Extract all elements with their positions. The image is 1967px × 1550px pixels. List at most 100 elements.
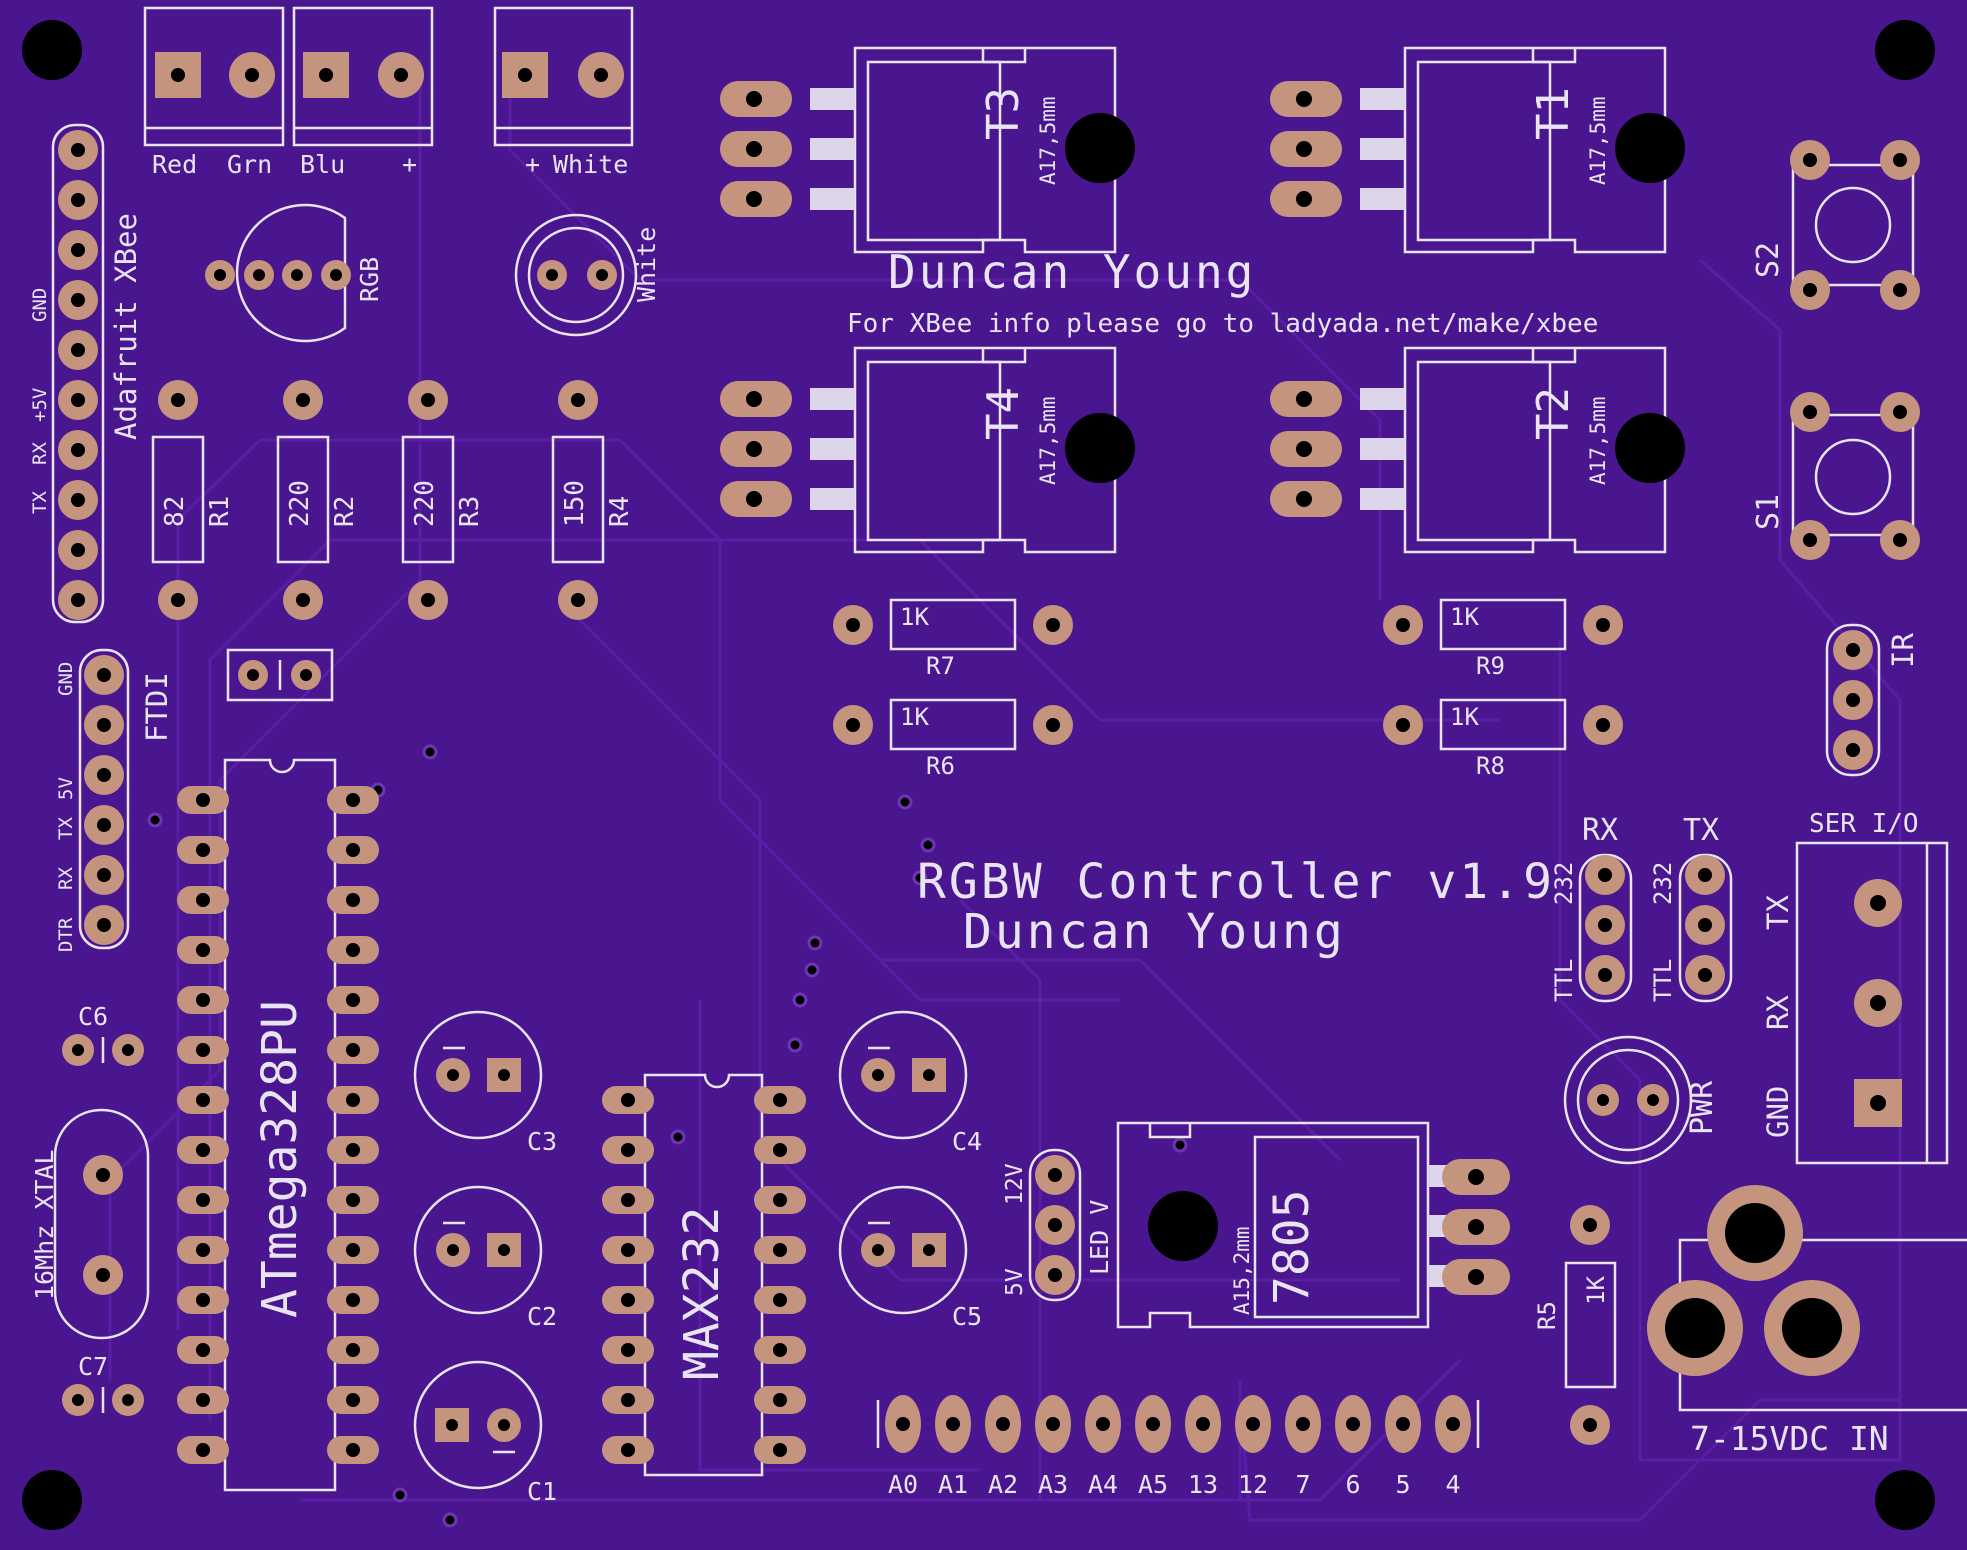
max232-pin-pad-drill [773,1343,787,1357]
tx-mode-ttl: TTL [1649,959,1677,1002]
ftdi-pin-5v: 5V [55,777,77,800]
io-header-pin-label: A1 [938,1470,968,1499]
board-author: Duncan Young [963,904,1346,960]
r7-ref: R7 [926,652,955,680]
serial-jumper-tx [1678,853,1733,1003]
r6-ref: R6 [926,752,955,780]
io-header-pin-label: A4 [1088,1470,1118,1499]
io-header-pin-label: A0 [888,1470,918,1499]
resistor-r4 [551,380,605,620]
r1-value: 82 [160,496,190,527]
io-header-pin-label: A2 [988,1470,1018,1499]
xbee-pin-pad-drill [71,543,85,557]
ser-pin-gnd: GND [1761,1086,1795,1138]
io-header-pin-label: 5 [1395,1470,1410,1499]
xbee-info-text: For XBee info please go to ladyada.net/m… [847,309,1598,339]
xbee-pin-pad-drill [71,243,85,257]
mcu-pin-pad-drill [196,1393,210,1407]
xbee-pin-5v: +5V [29,388,51,422]
r2-ref: R2 [330,496,360,527]
c4-label: C4 [952,1127,982,1156]
serial-jumper-rx [1578,853,1633,1003]
max232-pin-pad-drill [773,1243,787,1257]
led-voltage-jumper [1028,1148,1082,1302]
r4-ref: R4 [605,496,635,527]
ftdi-pin-pad-drill [97,668,111,682]
transistor-t1 [1270,46,1685,254]
led-v-5v: 5V [1002,1268,1028,1296]
capacitor-c1 [413,1360,543,1490]
ftdi-pin-rx: RX [55,867,77,890]
c3-label: C3 [527,1127,557,1156]
io-header-pin-pad-drill [1096,1417,1110,1431]
resistor-r1 [151,380,205,620]
xbee-pin-tx: TX [29,491,51,514]
s1-label: S1 [1751,494,1786,530]
ir-label: IR [1886,633,1920,668]
io-header-pin-pad-drill [1246,1417,1260,1431]
mounting-hole-bottom-right [1875,1470,1935,1530]
resistor-r2 [276,380,330,620]
board-title: RGBW Controller v1.9 [917,854,1555,910]
mcu-pin-pad-drill [346,793,360,807]
ftdi-pin-pad-drill [97,918,111,932]
serial-tx-header: TX [1683,813,1719,848]
transistor-t2 [1270,346,1685,554]
capacitor-c4 [838,1010,968,1140]
resistor-r9 [1383,598,1623,651]
xbee-pin-rx: RX [29,442,51,465]
ir-header [1825,623,1881,777]
rgb-led-label: RGB [355,257,384,302]
ftdi-pin-tx: TX [55,817,77,840]
io-header-pin-label: 13 [1188,1470,1218,1499]
mcu-pin-pad-drill [196,1243,210,1257]
xbee-pin-pad-drill [71,443,85,457]
max232-pin-pad-drill [773,1093,787,1107]
mcu-pin-pad-drill [346,1093,360,1107]
c5-label: C5 [952,1302,982,1331]
t2-package: A17,5mm [1586,396,1610,485]
io-header-pin-label: 6 [1345,1470,1360,1499]
led-v-12v: 12V [1002,1163,1028,1205]
mcu-pin-pad-drill [196,1293,210,1307]
mcu-pin-pad-drill [346,843,360,857]
max232-pin-pad-drill [621,1243,635,1257]
max232-pin-pad-drill [773,1393,787,1407]
t1-ref: T1 [1528,87,1579,140]
mounting-hole-top-right [1875,20,1935,80]
ftdi-pin-gnd: GND [55,662,77,696]
resistor-r5 [1564,1205,1617,1445]
capacitor-c3 [413,1010,543,1140]
resistor-r3 [401,380,455,620]
c2-label: C2 [527,1302,557,1331]
io-header-pin-label: A3 [1038,1470,1068,1499]
mcu-pin-pad-drill [346,1043,360,1057]
max232-pin-pad-drill [773,1443,787,1457]
transistor-t4 [720,346,1135,554]
mcu-pin-pad-drill [196,1343,210,1357]
capacitor-c2 [413,1185,543,1315]
max232-pin-pad-drill [773,1193,787,1207]
mcu-pin-pad-drill [196,1193,210,1207]
terminal-block-white [493,6,634,147]
r8-value: 1K [1450,703,1479,731]
mcu-pin-pad-drill [346,1393,360,1407]
atmega328-ic [177,758,379,1492]
io-header-pin-pad-drill [1396,1417,1410,1431]
rx-mode-232: 232 [1550,862,1578,905]
max232-pin-pad-drill [621,1443,635,1457]
max232-pin-pad-drill [621,1143,635,1157]
io-header-pin-label: 12 [1238,1470,1268,1499]
white-led [514,213,638,337]
r1-ref: R1 [205,496,235,527]
c1-label: C1 [527,1477,557,1506]
mcu-label: ATmega328PU [252,1000,308,1318]
r3-value: 220 [410,480,440,527]
crystal-16mhz [53,1108,150,1340]
ser-io-title: SER I/O [1809,809,1919,839]
io-header-pin-pad-drill [1046,1417,1060,1431]
mcu-pin-pad-drill [346,1343,360,1357]
mcu-pin-pad-drill [196,1443,210,1457]
io-header-pin-label: A5 [1138,1470,1168,1499]
io-header-pin-pad-drill [1446,1417,1460,1431]
